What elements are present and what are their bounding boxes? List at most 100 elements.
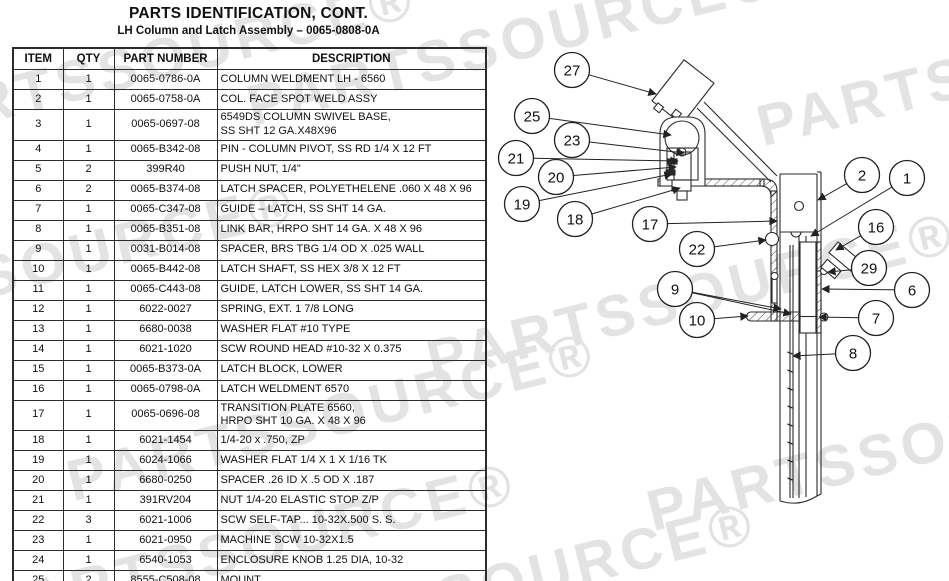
cell-description: SCW ROUND HEAD #10-32 X 0.375 — [216, 339, 487, 361]
cell-part-number: 6021-1020 — [113, 339, 218, 361]
balloon-19 — [503, 185, 541, 223]
cell-item: 22 — [12, 510, 64, 531]
cell-item: 1 — [12, 69, 64, 90]
leader-line-27 — [588, 74, 657, 96]
balloon-label-7: 7 — [872, 310, 880, 327]
cell-description: 6549DS COLUMN SWIVEL BASE, SS SHT 12 GA.… — [216, 109, 487, 141]
screw-boss — [764, 231, 780, 247]
cell-qty: 2 — [62, 159, 115, 181]
cell-part-number: 6021-1006 — [113, 510, 218, 531]
balloon-23 — [553, 121, 591, 159]
cell-description: WASHER FLAT 1/4 X 1 X 1/16 TK — [216, 450, 487, 471]
leader-line-10 — [714, 312, 749, 321]
leader-line-2 — [817, 183, 848, 201]
balloon-6 — [893, 271, 931, 309]
cell-item: 12 — [12, 299, 64, 321]
cell-qty: 1 — [62, 109, 115, 141]
cell-part-number: 6022-0027 — [113, 299, 218, 321]
cell-item: 21 — [12, 490, 64, 511]
handle-clip — [652, 102, 665, 114]
leader-line-6 — [821, 284, 895, 294]
cell-part-number: 6021-0950 — [113, 530, 218, 551]
cell-qty: 1 — [62, 69, 115, 90]
balloon-25 — [513, 97, 551, 135]
latch-tab — [667, 158, 678, 165]
cell-description: SCW SELF-TAP... 10-32X.500 S. S. — [216, 510, 487, 531]
leader-line-25 — [549, 117, 672, 139]
cell-part-number: 0065-C347-08 — [113, 199, 218, 221]
face-plate-notch — [790, 231, 802, 238]
cell-description: GUIDE, LATCH LOWER, SS SHT 14 GA. — [216, 279, 487, 301]
balloon-18 — [556, 200, 594, 238]
cell-description: SPACER, BRS TBG 1/4 OD X .025 WALL — [216, 239, 487, 261]
leader-line-17 — [667, 216, 778, 226]
balloon-label-9: 9 — [671, 281, 679, 298]
balloon-16 — [857, 208, 895, 246]
cell-item: 5 — [12, 159, 64, 181]
balloon-label-21: 21 — [508, 150, 525, 167]
cell-part-number: 0065-0758-0A — [113, 89, 218, 110]
cell-description: SPACER .26 ID X .5 OD X .187 — [216, 470, 487, 491]
leader-line-1 — [810, 186, 893, 237]
cell-item: 15 — [12, 359, 64, 381]
balloon-10 — [678, 301, 716, 339]
cell-qty: 1 — [62, 470, 115, 491]
leader-line-9 — [692, 291, 782, 312]
cell-part-number: 6024-1066 — [113, 450, 218, 471]
leader-line-29 — [827, 267, 852, 276]
document-header: PARTS IDENTIFICATION, CONT. LH Column an… — [0, 5, 497, 37]
column-header-item: ITEM — [12, 47, 64, 70]
balloon-label-29: 29 — [861, 260, 878, 277]
leader-line-18 — [591, 186, 681, 215]
cell-item: 25 — [12, 570, 64, 581]
cell-item: 18 — [12, 430, 64, 451]
cell-qty: 1 — [62, 430, 115, 451]
cell-description: TRANSITION PLATE 6560, HRPO SHT 10 GA. X… — [216, 399, 487, 431]
cell-item: 11 — [12, 279, 64, 301]
cell-description: COL. FACE SPOT WELD ASSY — [216, 89, 487, 110]
leader-line-23 — [589, 141, 685, 157]
balloon-17 — [631, 205, 669, 243]
cell-qty: 2 — [62, 179, 115, 201]
cell-qty: 1 — [62, 279, 115, 301]
cell-part-number: 391RV204 — [113, 490, 218, 511]
column-header-qty: QTY — [62, 47, 115, 70]
cell-item: 9 — [12, 239, 64, 261]
cell-qty: 2 — [62, 570, 115, 581]
cell-item: 2 — [12, 89, 64, 110]
spot-weld-ticks — [787, 351, 793, 481]
cell-qty: 1 — [62, 450, 115, 471]
column-header-part-number: PART NUMBER — [113, 47, 218, 70]
balloon-label-23: 23 — [564, 132, 581, 149]
column-header-description: DESCRIPTION — [216, 47, 487, 70]
balloon-label-17: 17 — [642, 216, 659, 233]
cell-qty: 1 — [62, 339, 115, 361]
cell-description: NUT 1/4-20 ELASTIC STOP Z/P — [216, 490, 487, 511]
cell-part-number: 6540-1053 — [113, 550, 218, 571]
page-title: PARTS IDENTIFICATION, CONT. — [128, 5, 369, 22]
cell-item: 13 — [12, 319, 64, 341]
balloon-label-27: 27 — [564, 62, 581, 79]
cell-item: 7 — [12, 199, 64, 221]
cell-description: LATCH BLOCK, LOWER — [216, 359, 487, 381]
column-bottom-edge — [779, 493, 822, 504]
balloon-7 — [857, 299, 895, 337]
cell-qty: 1 — [62, 299, 115, 321]
cell-qty: 1 — [62, 199, 115, 221]
spacer-pin-head — [770, 271, 779, 281]
cell-description: PIN - COLUMN PIVOT, SS RD 1/4 X 12 FT — [216, 139, 487, 161]
cell-item: 4 — [12, 139, 64, 161]
